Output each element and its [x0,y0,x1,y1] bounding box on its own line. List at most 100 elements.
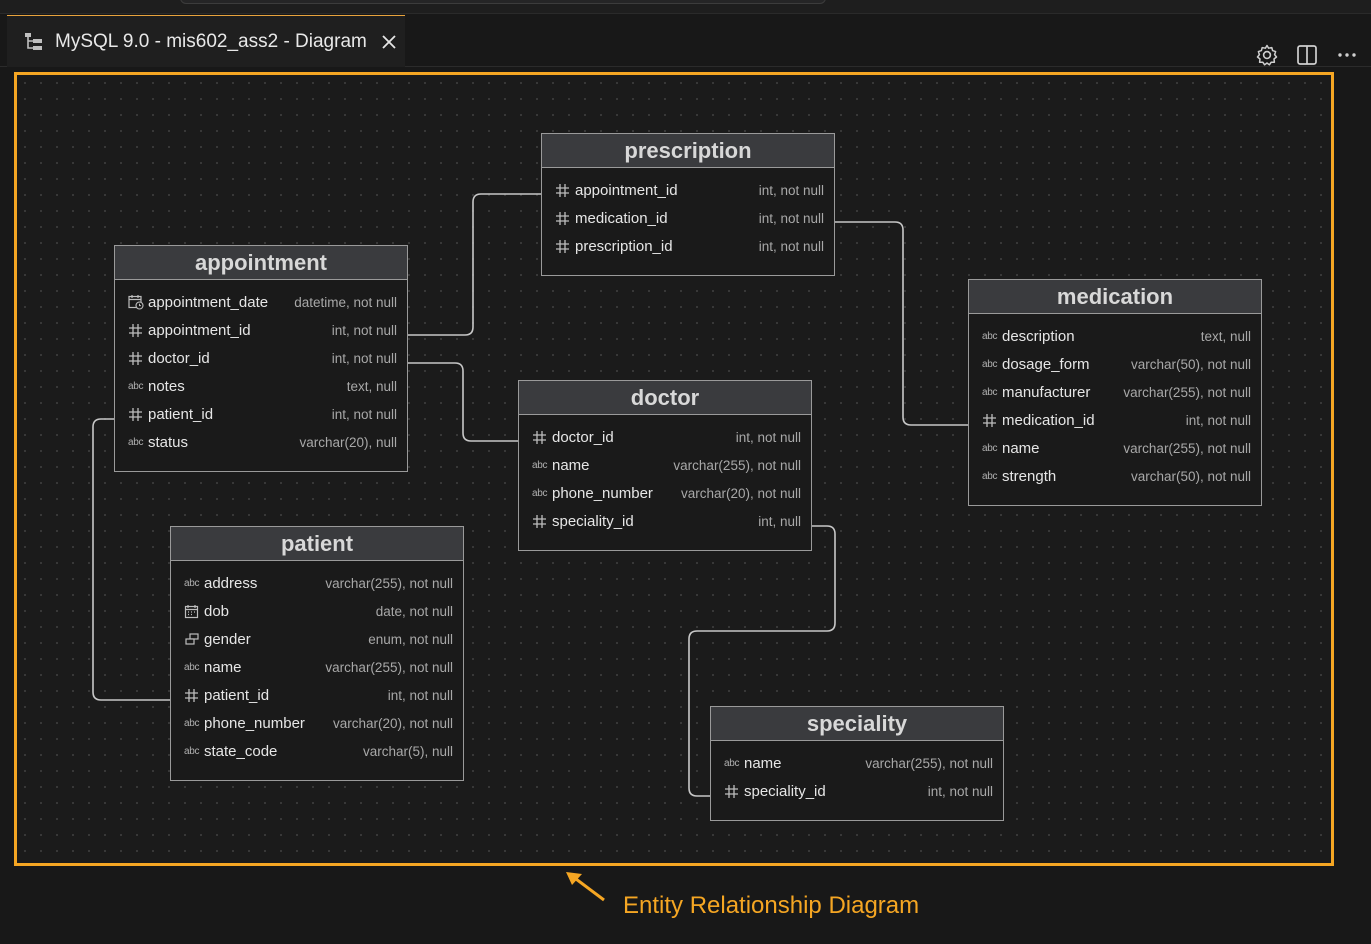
field-type: int, not null [758,238,824,254]
field-row[interactable]: appointment_id int, not null [115,316,407,344]
numeric-type-icon [128,351,146,366]
text-type-icon: abc [982,386,998,398]
numeric-type-icon [982,413,1000,428]
tab-title: MySQL 9.0 - mis602_ass2 - Diagram [55,30,367,52]
field-type: int, not null [758,182,824,198]
field-type: int, not null [1185,412,1251,428]
field-name: prescription_id [575,237,673,255]
close-icon[interactable] [379,32,399,52]
entity-title: doctor [519,381,811,415]
field-type: date, not null [375,603,453,619]
field-row[interactable]: dob date, not null [171,597,463,625]
field-name: appointment_id [148,321,251,339]
numeric-type-icon [532,430,550,445]
tab-diagram[interactable]: MySQL 9.0 - mis602_ass2 - Diagram [7,15,405,67]
more-icon[interactable] [1335,43,1359,67]
field-name: medication_id [575,209,668,227]
field-name: appointment_date [148,293,269,311]
text-type-icon: abc [982,470,998,482]
command-center[interactable] [180,0,826,4]
title-bar [0,0,1371,14]
field-name: name [204,658,242,676]
field-type: int, not null [387,687,453,703]
field-row[interactable]: abc status varchar(20), null [115,428,407,456]
enum-type-icon [184,632,202,647]
split-editor-icon[interactable] [1295,43,1319,67]
text-type-icon: abc [982,358,998,370]
field-type: int, null [758,513,801,529]
field-name: patient_id [204,686,270,704]
numeric-type-icon [555,211,573,226]
field-name: manufacturer [1002,383,1091,401]
field-type: varchar(20), null [299,434,397,450]
field-name: strength [1002,467,1057,485]
datetime-type-icon [128,294,146,310]
link-appointment-doctor [408,362,518,442]
field-row[interactable]: doctor_id int, not null [115,344,407,372]
field-name: name [744,754,782,772]
field-name: address [204,574,258,592]
field-type: varchar(255), not null [325,575,453,591]
field-name: name [1002,439,1040,457]
field-name: patient_id [148,405,214,423]
field-type: int, not null [331,350,397,366]
field-row[interactable]: prescription_id int, not null [542,232,834,260]
text-type-icon: abc [184,717,200,729]
text-type-icon: abc [532,487,548,499]
field-type: varchar(255), not null [673,457,801,473]
link-doctor-speciality [688,525,836,797]
field-name: description [1002,327,1075,345]
field-type: varchar(255), not null [1123,440,1251,456]
numeric-type-icon [128,407,146,422]
entity-title: speciality [711,707,1003,741]
field-name: medication_id [1002,411,1095,429]
gear-icon[interactable] [1255,43,1279,67]
field-type: text, null [1200,328,1251,344]
field-name: state_code [204,742,278,760]
field-name: dob [204,602,230,620]
field-name: doctor_id [148,349,210,367]
link-appointment-prescription [408,193,541,336]
numeric-type-icon [532,514,550,529]
arrow-icon [566,872,605,902]
relationship-lines [92,193,968,797]
field-row[interactable]: medication_id int, not null [542,204,834,232]
field-type: int, not null [758,210,824,226]
field-row[interactable]: patient_id int, not null [171,681,463,709]
field-type: int, not null [331,322,397,338]
field-type: varchar(5), null [362,743,453,759]
field-name: status [148,433,189,451]
field-type: varchar(20), not null [332,715,453,731]
field-row[interactable]: medication_id int, not null [969,406,1261,434]
field-name: speciality_id [744,782,826,800]
numeric-type-icon [555,239,573,254]
text-type-icon: abc [128,436,144,448]
